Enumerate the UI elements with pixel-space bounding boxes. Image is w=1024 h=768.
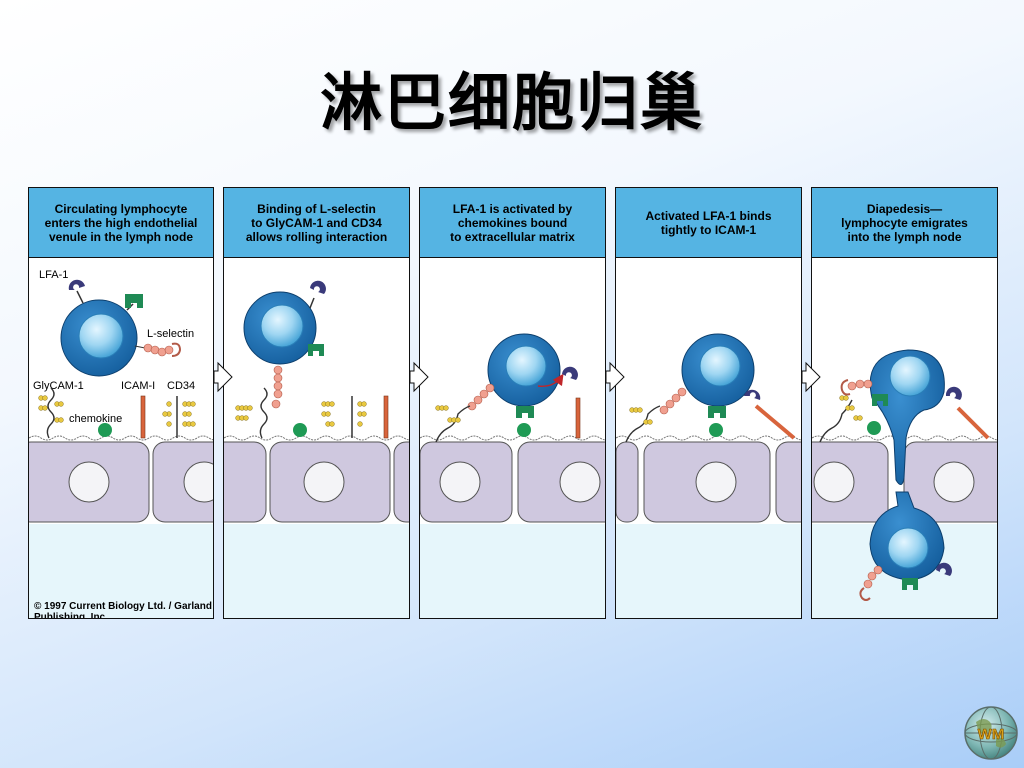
glycam1-molecule (625, 405, 661, 443)
lfa1-activated (872, 394, 888, 406)
lfa1-integrin (744, 389, 761, 400)
endothelial-nucleus (695, 461, 737, 503)
icam1-molecule (383, 395, 389, 439)
extracellular-matrix (420, 435, 605, 441)
icam1-molecule (575, 397, 581, 439)
slide-title: 淋巴细胞归巢 (319, 66, 704, 139)
lymph-node-tissue (616, 524, 801, 618)
lfa1-integrin (936, 562, 952, 576)
lymphocyte-homing-figure: Circulating lymphocyte enters the high e… (28, 187, 998, 619)
lymphocyte-nucleus (889, 355, 931, 397)
panel-2-header: Binding of L-selectin to GlyCAM-1 and CD… (224, 188, 409, 258)
icam1-molecule (140, 395, 146, 439)
panel-3-header: LFA-1 is activated by chemokines bound t… (420, 188, 605, 258)
panel-4: Activated LFA-1 binds tightly to ICAM-1 (615, 187, 802, 619)
panel-1-header: Circulating lymphocyte enters the high e… (29, 188, 213, 258)
copyright-notice: © 1997 Current Biology Ltd. / Garland Pu… (34, 601, 212, 619)
panel-5: Diapedesis— lymphocyte emigrates into th… (811, 187, 998, 619)
l-selectin-label: L-selectin (147, 328, 194, 340)
cd34-label: CD34 (167, 380, 195, 392)
chemokine-label: chemokine (69, 413, 122, 425)
glycam1-molecule (819, 395, 863, 443)
icam1-molecule (754, 404, 796, 440)
panel-1-illustration: LFA-1 L-selectin GlyCAM-1 ICAM-I CD34 ch… (29, 258, 213, 618)
panel-3: LFA-1 is activated by chemokines bound t… (419, 187, 606, 619)
l-selectin-chain (859, 565, 883, 601)
panel-4-header: Activated LFA-1 binds tightly to ICAM-1 (616, 188, 801, 258)
l-selectin-chain (840, 379, 873, 396)
lymphocyte-nucleus (505, 345, 547, 387)
chemokine (709, 423, 723, 437)
lymphocyte-nucleus (887, 527, 929, 569)
cd34-molecule (162, 396, 196, 438)
endothelial-nucleus (813, 461, 855, 503)
panel-3-illustration (420, 333, 605, 618)
glycam1-molecule (38, 387, 64, 439)
endothelial-nucleus (68, 461, 110, 503)
endothelial-cell (616, 441, 639, 523)
lfa1-integrin (945, 386, 962, 400)
endothelial-cell (393, 441, 409, 523)
icam1-molecule (956, 406, 990, 440)
endothelial-nucleus (303, 461, 345, 503)
endothelial-nucleus (183, 461, 213, 503)
l-selectin-chain (143, 342, 182, 357)
l-selectin-dimer (902, 578, 918, 590)
panel-2-illustration (224, 280, 409, 618)
lymph-node-tissue (420, 524, 605, 618)
lymph-node-tissue (29, 524, 213, 618)
chemokine (98, 423, 112, 437)
glycam1-label: GlyCAM-1 (33, 380, 84, 392)
lfa1-integrin (562, 366, 578, 380)
activation-arrow (537, 373, 564, 387)
cd34-molecule (321, 396, 367, 438)
panel-4-illustration (616, 333, 801, 618)
globe-logo: WM (964, 706, 1018, 760)
glycam1-molecule (435, 405, 471, 443)
chemokine (867, 421, 881, 435)
glycam1-molecule (235, 387, 268, 439)
l-selectin-chain (271, 365, 283, 409)
endothelial-nucleus (933, 461, 975, 503)
lfa1-integrin (310, 280, 326, 294)
lymphocyte-nucleus (260, 304, 304, 348)
panel-5-header: Diapedesis— lymphocyte emigrates into th… (812, 188, 997, 258)
l-selectin-chain (659, 387, 687, 415)
lymph-node-tissue (224, 524, 409, 618)
extracellular-matrix (224, 435, 409, 441)
endothelial-cell (152, 441, 213, 523)
extracellular-matrix (812, 435, 997, 441)
lfa1-activated (516, 406, 534, 418)
lymphocyte-nucleus (78, 313, 124, 359)
endothelial-cell (224, 441, 267, 523)
panel-5-illustration (812, 349, 997, 618)
chemokine (517, 423, 531, 437)
endothelial-nucleus (559, 461, 601, 503)
l-selectin-chain (467, 383, 495, 411)
extracellular-matrix (616, 435, 801, 441)
l-selectin-dimer (308, 344, 324, 356)
panel-1: Circulating lymphocyte enters the high e… (28, 187, 214, 619)
panel-2: Binding of L-selectin to GlyCAM-1 and CD… (223, 187, 410, 619)
extracellular-matrix (29, 435, 213, 441)
icam1-label: ICAM-I (121, 380, 155, 392)
l-selectin-dimer (125, 294, 143, 308)
endothelial-cell (775, 441, 801, 523)
logo-text: WM (978, 726, 1005, 743)
lymphocyte-nucleus (699, 345, 741, 387)
lfa1-label: LFA-1 (39, 269, 68, 281)
lfa1-integrin (68, 279, 85, 290)
lfa1-activated (708, 406, 726, 418)
endothelial-nucleus (439, 461, 481, 503)
chemokine (293, 423, 307, 437)
